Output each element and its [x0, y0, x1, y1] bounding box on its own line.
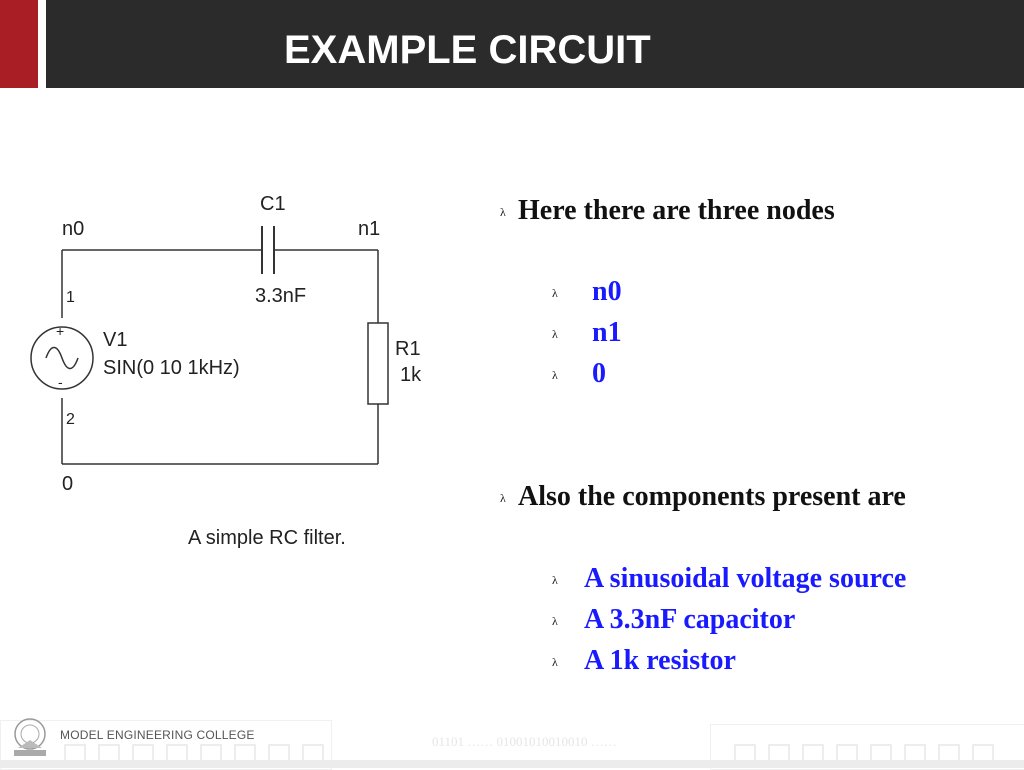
source-value: SIN(0 10 1kHz)	[103, 357, 240, 379]
resistor-value: 1k	[400, 364, 422, 386]
node-label-n1: n1	[358, 218, 380, 240]
sub-bullet-text: 0	[592, 358, 606, 389]
bullet-marker: λ	[500, 491, 506, 506]
sub-bullet-text: n0	[592, 276, 622, 307]
sub-bullet-component: λ A sinusoidal voltage source	[552, 563, 906, 595]
sub-bullet-marker: λ	[552, 286, 558, 301]
sub-bullet-text: A 1k resistor	[584, 645, 736, 676]
resistor-label: R1	[395, 338, 421, 360]
sub-bullet-marker: λ	[552, 655, 558, 670]
capacitor-value: 3.3nF	[255, 285, 306, 307]
sub-bullet-marker: λ	[552, 614, 558, 629]
node-label-n0: n0	[62, 218, 84, 240]
slide-title: EXAMPLE CIRCUIT	[284, 28, 651, 72]
circuit-diagram: n0 n1 C1 3.3nF 1 2 + - V1 SIN(0 10 1kHz)…	[30, 193, 422, 549]
source-pin-1: 1	[66, 289, 75, 306]
sub-bullet-component: λ A 3.3nF capacitor	[552, 604, 795, 636]
bullet-components-heading: λ Also the components present are	[500, 481, 906, 513]
sub-bullet-text: n1	[592, 317, 622, 348]
ground-node-label: 0	[62, 473, 73, 495]
sine-wave-icon	[45, 346, 79, 370]
title-bar: EXAMPLE CIRCUIT	[46, 0, 1024, 88]
college-name: MODEL ENGINEERING COLLEGE	[60, 728, 255, 742]
bullet-text: Also the components present are	[518, 481, 906, 512]
bullet-text: Here there are three nodes	[518, 195, 835, 226]
source-plus-sign: +	[56, 323, 64, 339]
sub-bullet-marker: λ	[552, 327, 558, 342]
source-minus-sign: -	[58, 374, 63, 390]
footer-band	[0, 760, 1024, 768]
footer-binary-pattern: 01101 …… 01001010010010 ……	[432, 734, 617, 749]
capacitor-label: C1	[260, 193, 286, 215]
sub-bullet-node: λ n0	[552, 276, 622, 308]
source-pin-2: 2	[66, 411, 75, 428]
resistor-symbol	[367, 322, 389, 405]
source-label: V1	[103, 329, 127, 351]
sub-bullet-marker: λ	[552, 368, 558, 383]
college-logo-icon	[14, 718, 46, 756]
sub-bullet-component: λ A 1k resistor	[552, 645, 736, 677]
sub-bullet-text: A 3.3nF capacitor	[584, 604, 796, 635]
sub-bullet-node: λ n1	[552, 317, 622, 349]
sub-bullet-text: A sinusoidal voltage source	[584, 563, 907, 594]
voltage-source-symbol	[30, 326, 94, 390]
diagram-caption: A simple RC filter.	[188, 527, 346, 549]
footer: MODEL ENGINEERING COLLEGE 01101 …… 01001…	[0, 712, 1024, 770]
bullet-marker: λ	[500, 205, 506, 220]
accent-strip	[0, 0, 38, 88]
bullet-nodes-heading: λ Here there are three nodes	[500, 195, 835, 227]
sub-bullet-marker: λ	[552, 573, 558, 588]
